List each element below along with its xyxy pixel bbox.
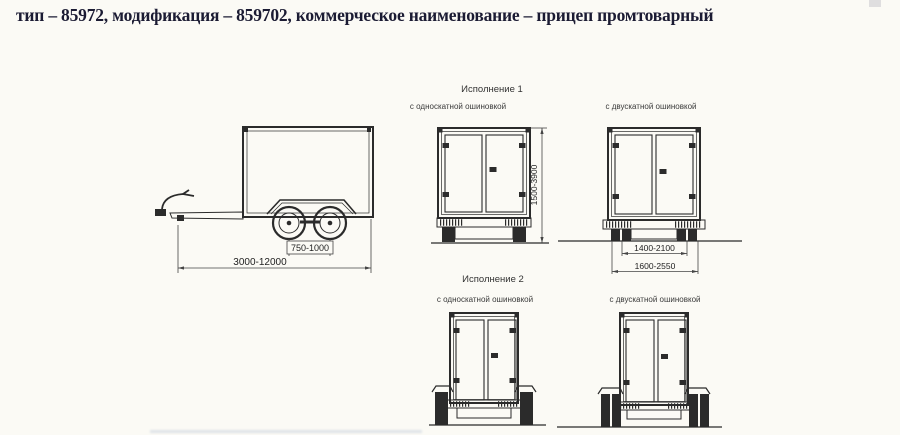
dim-track-outer-label: 1600-2550 [635,261,676,271]
variant1-heading: Исполнение 1 [461,84,523,95]
trailer-side-view-drawing: 750-1000 3000-12000 [155,126,374,273]
side-view-drawbar-and-coupler [155,189,244,221]
rear-view-variant1-dual-drawing: 1400-2100 1600-2550 [558,127,742,274]
variant2-dual-tire-label: с двускатной ошиновкой [609,295,701,304]
v2d-body [619,312,689,406]
side-view-dimensions: 750-1000 3000-12000 [177,219,372,273]
v1d-body [607,127,701,221]
v1d-chassis [558,219,742,242]
side-view-wheels [271,205,348,241]
v1d-door-handle [659,169,667,174]
dim-overall-length-label: 3000-12000 [233,257,287,268]
scan-smudge [150,430,422,433]
dim-track-inner-label: 1400-2100 [634,243,675,253]
v1s-chassis [431,217,549,244]
variant1-single-tire-label: с односкатной ошиновкой [409,102,507,111]
v2s-door-handle [491,353,498,358]
scan-corner-artifact [869,0,881,7]
v1d-track-dimensions: 1400-2100 1600-2550 [611,241,699,274]
dim-axle-base-label: 750-1000 [291,243,329,253]
side-view-body [242,126,374,218]
dim-height-label: 1500-3900 [529,164,539,205]
v1s-door-handle [489,167,497,172]
rear-view-variant1-single-drawing: 1500-3900 [431,127,549,244]
page-title: тип – 85972, модификация – 859702, комме… [16,5,714,25]
v2s-body [449,312,519,404]
side-view-fender [266,199,357,215]
v2d-chassis [557,387,722,428]
variant1-dual-tire-label: с двускатной ошиновкой [605,102,697,111]
v2s-chassis [429,385,546,426]
variant2-single-tire-label: с односкатной ошиновкой [436,295,534,304]
v2d-door-handle [661,354,668,359]
v1s-height-dimension: 1500-3900 [529,127,547,243]
rear-view-variant2-single-drawing [429,312,546,426]
variant2-heading: Исполнение 2 [462,274,524,285]
rear-view-variant2-dual-drawing [557,312,722,428]
v1s-body [437,127,531,219]
